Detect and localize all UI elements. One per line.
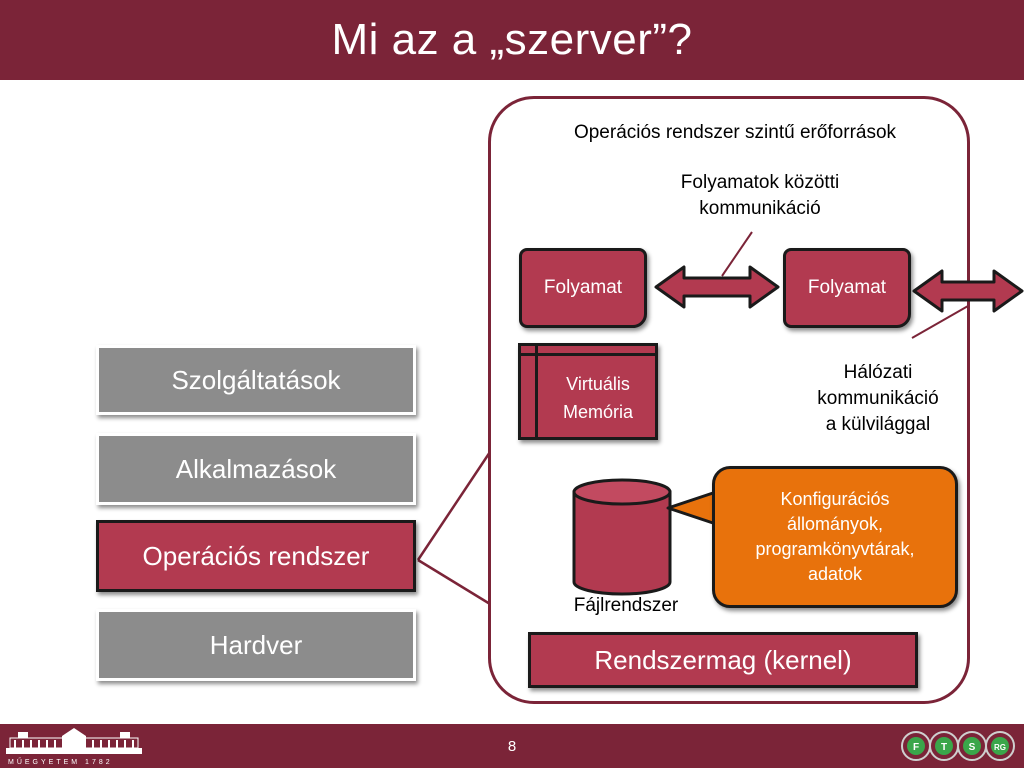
vmem-stripe-vertical bbox=[535, 346, 538, 437]
process-box-2: Folyamat bbox=[783, 248, 911, 328]
ipc-double-arrow bbox=[654, 265, 780, 309]
title-bar: Mi az a „szerver”? bbox=[0, 0, 1024, 80]
logo-letter-rg: RG bbox=[994, 743, 1006, 752]
network-label-line3: a külvilággal bbox=[825, 414, 931, 435]
filesystem-cylinder-icon bbox=[572, 478, 672, 596]
ipc-label: Folyamatok közötti kommunikáció bbox=[620, 170, 900, 222]
university-logo-text: MŰEGYETEM 1782 bbox=[8, 757, 113, 766]
university-building-logo: MŰEGYETEM 1782 bbox=[6, 728, 142, 766]
logo-letter-s: S bbox=[969, 742, 976, 753]
virtual-memory-box: Virtuális Memória bbox=[518, 343, 658, 440]
logo-letter-f: F bbox=[913, 742, 919, 753]
page-number: 8 bbox=[507, 738, 517, 755]
zoom-line-top bbox=[416, 451, 492, 561]
callout-line2: állományok, bbox=[786, 514, 884, 534]
network-pointer-line bbox=[911, 305, 969, 339]
vmem-label-line2: Memória bbox=[562, 401, 633, 422]
ipc-label-line1: Folyamatok közötti bbox=[680, 172, 840, 193]
network-label: Hálózati kommunikáció a külvilággal bbox=[786, 360, 970, 438]
kernel-box: Rendszermag (kernel) bbox=[528, 632, 918, 688]
zoom-line-bottom bbox=[417, 558, 491, 606]
callout-line1: Konfigurációs bbox=[780, 489, 890, 509]
stack-services-label: Szolgáltatások bbox=[171, 364, 341, 395]
stack-services: Szolgáltatások bbox=[96, 345, 416, 415]
callout-line4: adatok bbox=[807, 564, 863, 584]
process-box-2-label: Folyamat bbox=[807, 277, 887, 298]
filesystem-label-text: Fájlrendszer bbox=[573, 595, 679, 616]
stack-operating-system: Operációs rendszer bbox=[96, 520, 416, 592]
stack-hardware-label: Hardver bbox=[209, 629, 303, 660]
panel-heading: Operációs rendszer szintű erőforrások bbox=[520, 120, 950, 146]
callout-pointer bbox=[666, 490, 718, 526]
stack-hardware: Hardver bbox=[96, 609, 416, 681]
process-box-1: Folyamat bbox=[519, 248, 647, 328]
panel-heading-text: Operációs rendszer szintű erőforrások bbox=[573, 122, 897, 143]
process-box-1-label: Folyamat bbox=[543, 277, 623, 298]
logo-letter-t: T bbox=[941, 742, 947, 753]
ipc-label-line2: kommunikáció bbox=[699, 198, 821, 219]
stack-os-label: Operációs rendszer bbox=[142, 540, 370, 571]
network-double-arrow bbox=[912, 269, 1024, 313]
slide-title: Mi az a „szerver”? bbox=[331, 15, 693, 64]
vmem-label-line1: Virtuális bbox=[566, 373, 630, 394]
stack-applications-label: Alkalmazások bbox=[175, 453, 337, 484]
ipc-pointer-line bbox=[721, 231, 753, 277]
kernel-label: Rendszermag (kernel) bbox=[594, 644, 852, 675]
config-callout: Konfigurációs állományok, programkönyvtá… bbox=[712, 466, 958, 608]
footer-bar: MŰEGYETEM 1782 8 F T S RG bbox=[0, 724, 1024, 768]
vmem-stripe-horizontal bbox=[521, 353, 655, 356]
filesystem-label: Fájlrendszer bbox=[552, 593, 700, 619]
callout-line3: programkönyvtárak, bbox=[755, 539, 915, 559]
network-label-line1: Hálózati bbox=[843, 362, 913, 383]
fts-group-logo: F T S RG bbox=[901, 731, 1015, 761]
stack-applications: Alkalmazások bbox=[96, 433, 416, 505]
network-label-line2: kommunikáció bbox=[817, 388, 939, 409]
